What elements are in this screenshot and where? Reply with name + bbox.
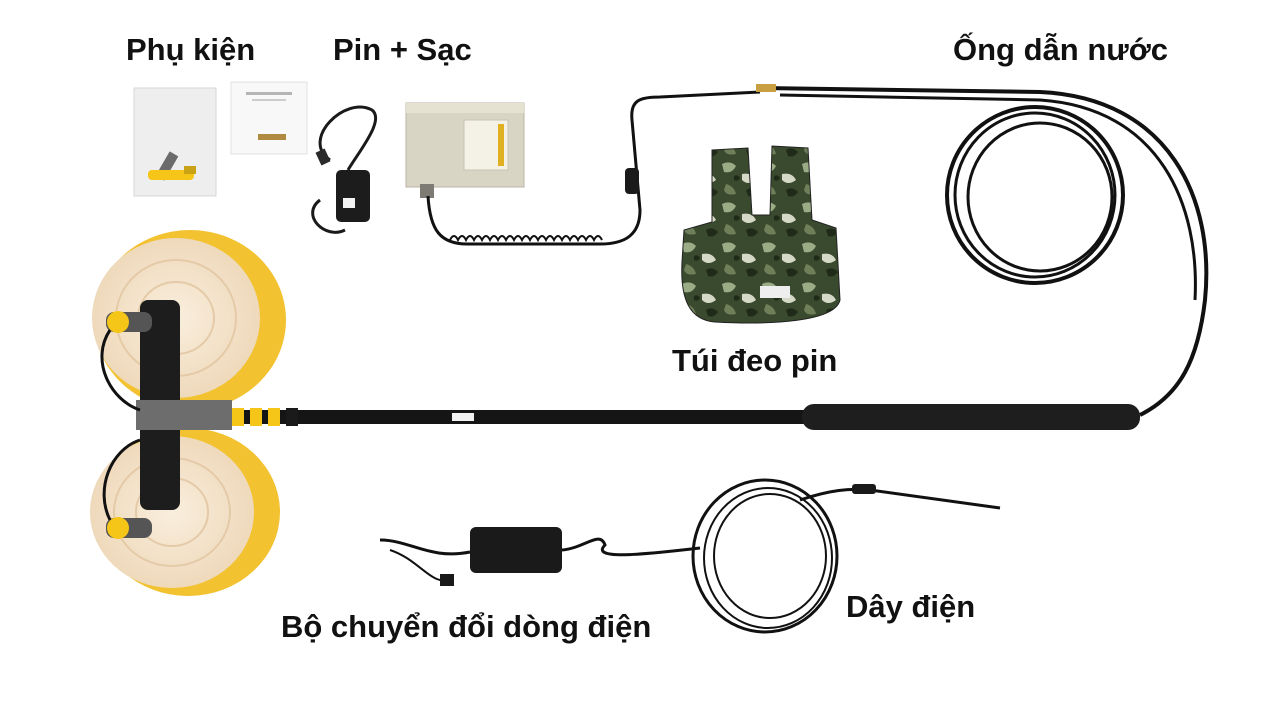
coiled-cord-loops bbox=[449, 235, 603, 243]
battery-pack bbox=[405, 102, 525, 198]
brush-motor-head bbox=[100, 300, 232, 539]
hose-brass-connector bbox=[756, 84, 776, 92]
label-battery-charger: Pin + Sạc bbox=[333, 32, 472, 67]
telescopic-pole bbox=[230, 404, 1140, 430]
label-power-cable: Dây điện bbox=[846, 589, 976, 624]
label-battery-bag: Túi đeo pin bbox=[672, 343, 838, 378]
battery-charger bbox=[311, 105, 378, 234]
coiled-power-cord bbox=[426, 90, 761, 246]
water-hose bbox=[759, 86, 1209, 417]
power-adapter bbox=[379, 527, 701, 586]
label-water-hose: Ống dẫn nước bbox=[953, 32, 1168, 67]
instruction-manual bbox=[230, 81, 308, 155]
accessory-parts-bag bbox=[133, 87, 217, 197]
battery-shoulder-bag bbox=[681, 145, 841, 324]
cable-inline-connector bbox=[852, 484, 876, 494]
inline-switch bbox=[625, 168, 639, 194]
label-accessories: Phụ kiện bbox=[126, 32, 256, 67]
label-power-adapter: Bộ chuyển đổi dòng điện bbox=[281, 609, 652, 644]
